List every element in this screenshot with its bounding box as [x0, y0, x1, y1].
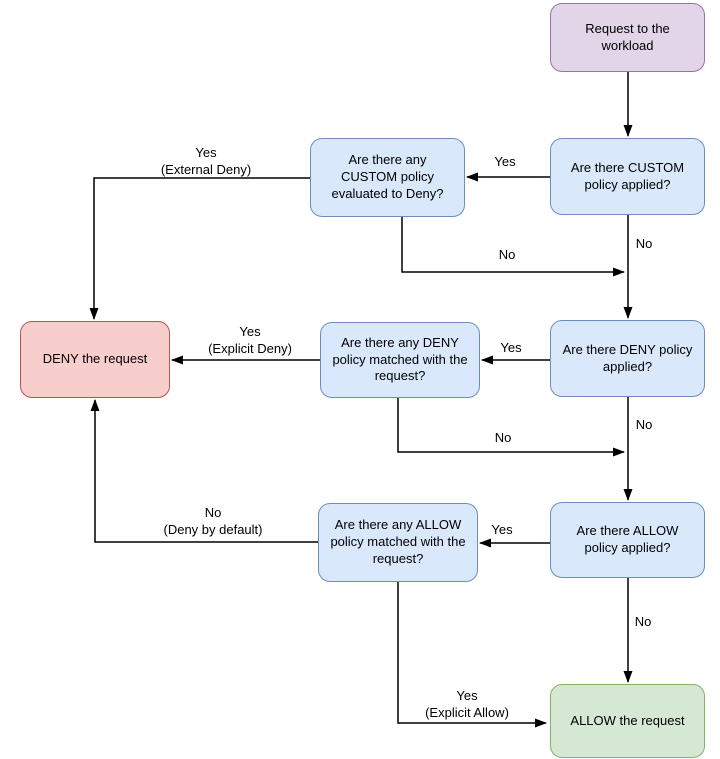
node-allow-policy-applied: Are there ALLOW policy applied?: [550, 502, 705, 578]
node-deny-policy-applied: Are there DENY policy applied?: [550, 320, 705, 397]
edge-deny-matched-no: [397, 398, 625, 457]
edge-label-allow-applied-no: No: [634, 614, 652, 629]
edge-allow-matched-yes-explicit-allow: [397, 582, 547, 728]
node-label: DENY the request: [42, 351, 148, 367]
node-label: Are there DENY policy applied?: [562, 341, 693, 374]
edge-label-custom-eval-no: No: [498, 247, 516, 262]
node-label: Request to the workload: [585, 20, 670, 53]
node-label: ALLOW the request: [570, 712, 685, 728]
edge-label-deny-applied-no: No: [635, 417, 653, 432]
edge-label-custom-applied-yes: Yes: [494, 154, 516, 169]
edge-label-deny-matched-no: No: [494, 430, 512, 445]
edge-label-explicit-deny: Yes (Explicit Deny): [208, 324, 292, 356]
node-custom-policy-applied: Are there CUSTOM policy applied?: [550, 138, 705, 215]
node-custom-policy-evaluated-deny: Are there any CUSTOM policy evaluated to…: [310, 138, 465, 217]
node-label: Are there ALLOW policy applied?: [576, 523, 679, 555]
edge-label-custom-applied-no: No: [635, 236, 653, 251]
node-allow-policy-matched: Are there any ALLOW policy matched with …: [318, 503, 478, 582]
edge-custom-eval-no: [401, 217, 625, 277]
edge-label-external-deny: Yes (External Deny): [160, 145, 252, 177]
node-label: Are there any ALLOW policy matched with …: [330, 517, 466, 566]
node-deny-policy-matched: Are there any DENY policy matched with t…: [320, 322, 480, 398]
edge-allow-matched-no-deny-default: [90, 399, 318, 543]
node-label: Are there any CUSTOM policy evaluated to…: [331, 152, 444, 201]
edge-label-deny-applied-yes: Yes: [500, 340, 522, 355]
node-deny-the-request: DENY the request: [20, 321, 170, 398]
node-label: Are there CUSTOM policy applied?: [570, 159, 685, 192]
node-label: Are there any DENY policy matched with t…: [332, 334, 468, 384]
node-request-to-workload: Request to the workload: [550, 3, 705, 72]
edge-label-deny-by-default: No (Deny by default): [163, 505, 263, 537]
edge-custom-eval-yes-external-deny: [89, 177, 310, 320]
edge-label-explicit-allow: Yes (Explicit Allow): [425, 688, 509, 720]
node-allow-the-request: ALLOW the request: [550, 684, 705, 758]
edge-label-allow-applied-yes: Yes: [491, 522, 513, 537]
